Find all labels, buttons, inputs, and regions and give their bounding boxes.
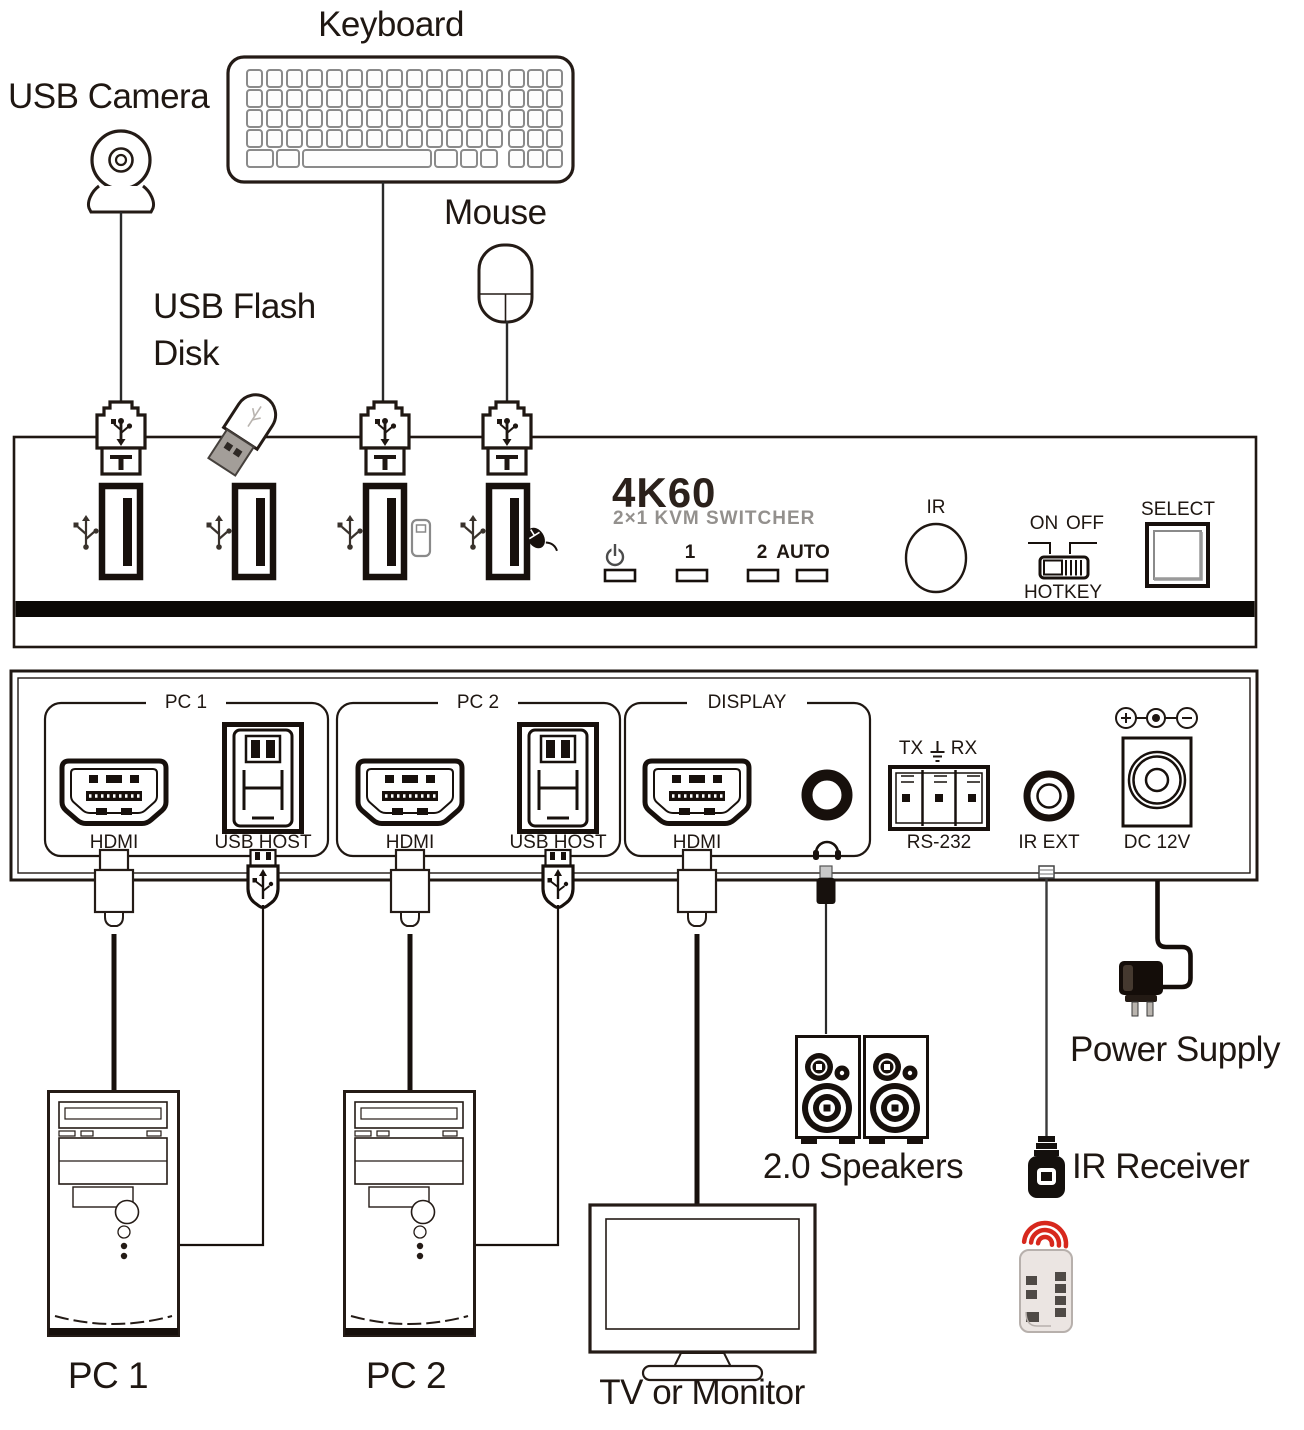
select-button (1145, 522, 1210, 588)
ir-label: IR (926, 497, 946, 518)
front-usb-port-1 (102, 486, 140, 577)
speaker-right (863, 1035, 929, 1146)
display-hdmi-label: HDMI (672, 832, 722, 853)
dc12v-label: DC 12V (1123, 832, 1191, 853)
hotkey-label: HOTKEY (1023, 582, 1103, 603)
audio-cable-plug (816, 865, 836, 904)
pc1-device-label: PC 1 (67, 1355, 149, 1396)
dc-polarity-icon (1115, 707, 1198, 729)
pc1-group-label: PC 1 (146, 692, 226, 714)
pc2-usb-host-label: USB HOST (509, 832, 607, 853)
power-supply-label: Power Supply (1070, 1030, 1280, 1069)
ir-waves-icon (1021, 1220, 1069, 1249)
front-usb-port-3 (366, 486, 404, 577)
front-usb-port-4 (489, 486, 527, 577)
speakers-label: 2.0 Speakers (762, 1147, 964, 1186)
mouse-label: Mouse (444, 193, 547, 232)
display-hdmi-cable-connector (676, 848, 718, 928)
camera-usb-plug (95, 400, 147, 476)
hotkey-on-label: ON (1029, 513, 1059, 534)
pc2-usb-cable-connector (541, 848, 575, 910)
tx-label: TX (898, 738, 924, 759)
brand-4k60: 4K60 (612, 469, 717, 516)
pc2-tower (343, 1090, 476, 1337)
port1-indicator-label: 1 (684, 542, 696, 563)
dc-jack (1121, 736, 1193, 828)
keyboard-illustration (226, 55, 575, 184)
pc1-hdmi-label: HDMI (89, 832, 139, 853)
pc1-usb-cable (180, 905, 265, 1247)
pc1-usb-cable-connector (246, 848, 280, 910)
keyboard-usb-plug (359, 400, 411, 476)
pc2-group-label: PC 2 (438, 692, 518, 714)
pc2-usb-cable (476, 905, 560, 1247)
ir-cable-plug (1038, 865, 1055, 879)
headphones-icon (813, 840, 841, 860)
pc1-hdmi-cable-connector (93, 848, 135, 928)
rs232-terminal (888, 765, 990, 831)
rx-label: RX (950, 738, 978, 759)
hotkey-switch (1028, 542, 1097, 580)
speaker-left (795, 1035, 861, 1146)
ir-ext-jack (1023, 770, 1075, 822)
pc2-usb-host-port (520, 725, 597, 832)
pc1-hdmi-port (62, 761, 166, 824)
port2-indicator-label: 2 (756, 542, 768, 563)
usb-camera-illustration (87, 129, 155, 214)
ir-window (904, 522, 968, 594)
audio-out-jack (801, 769, 853, 860)
ir-receiver-illustration (1028, 1136, 1065, 1198)
power-icon (605, 544, 625, 567)
power-supply-illustration (1119, 961, 1163, 1017)
dc-power-cable (1155, 881, 1193, 990)
tv-label: TV or Monitor (599, 1373, 805, 1412)
pc1-tower (47, 1090, 180, 1337)
rs232-label: RS-232 (906, 832, 972, 853)
pc1-usb-host-port (225, 725, 302, 832)
mouse-illustration (477, 243, 534, 324)
pc2-hdmi-cable-connector (389, 848, 431, 928)
model-name: 2×1 KVM SWITCHER (613, 508, 816, 529)
tv-illustration (588, 1203, 817, 1382)
usb-flash-disk-illustration (207, 393, 278, 477)
pc2-hdmi-port (358, 761, 462, 824)
mouse-usb-plug (481, 400, 533, 476)
ground-icon (930, 741, 945, 762)
auto-indicator-label: AUTO (776, 542, 830, 563)
pc2-hdmi-label: HDMI (385, 832, 435, 853)
hotkey-off-label: OFF (1066, 513, 1104, 534)
usb-camera-label: USB Camera (8, 77, 210, 116)
select-label: SELECT (1141, 499, 1215, 520)
mouse-port-icon (527, 527, 558, 552)
led-indicators (603, 568, 829, 583)
pc1-usb-host-label: USB HOST (214, 832, 312, 853)
keyboard-port-icon (410, 518, 432, 558)
usb-flash-disk-label: USB Flash Disk (153, 287, 316, 373)
front-usb-port-2 (235, 486, 273, 577)
keyboard-label: Keyboard (318, 5, 464, 44)
pc2-device-label: PC 2 (365, 1355, 447, 1396)
remote-control-illustration (1019, 1249, 1073, 1333)
display-group-label: DISPLAY (687, 692, 807, 714)
display-hdmi-port (645, 761, 749, 824)
ir-ext-label: IR EXT (1018, 832, 1080, 853)
ir-receiver-label: IR Receiver (1072, 1147, 1250, 1186)
